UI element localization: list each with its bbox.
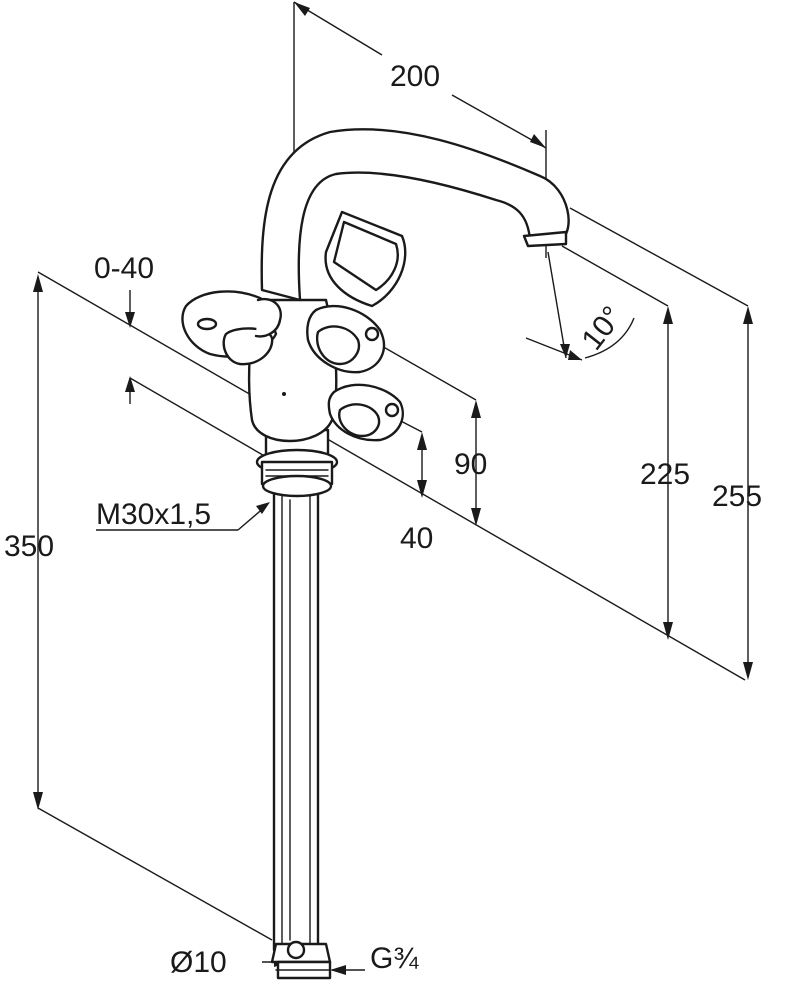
label-spout-angle: 10°: [576, 300, 630, 356]
label-connection-thread: G¾: [370, 942, 419, 975]
connection-nut: [270, 940, 332, 980]
lower-right-handle: [327, 383, 404, 442]
label-reach: 200: [390, 60, 440, 93]
label-total-length: 350: [4, 530, 54, 563]
top-right-handle: [324, 210, 407, 308]
mounting-shank: [255, 428, 339, 498]
label-handle-spacing: 90: [454, 448, 487, 481]
label-lower-offset: 40: [400, 522, 433, 555]
spout: [260, 128, 570, 302]
extension-lines: [37, 1, 749, 971]
dimension-lines: [33, 2, 753, 975]
dimension-labels: 200 0-40 90 225 255 40 M30x1,5 350 Ø10 G…: [4, 60, 762, 979]
label-deck-thickness: 0-40: [94, 252, 154, 285]
label-shank-thread: M30x1,5: [96, 498, 211, 531]
faucet-illustration: [181, 128, 570, 980]
middle-right-handle: [306, 304, 386, 374]
supply-pipe: [272, 486, 320, 952]
label-spout-outlet-height: 225: [640, 458, 690, 491]
left-handle: [181, 290, 282, 366]
label-spout-top-height: 255: [712, 480, 762, 513]
label-pipe-diameter: Ø10: [170, 946, 227, 979]
